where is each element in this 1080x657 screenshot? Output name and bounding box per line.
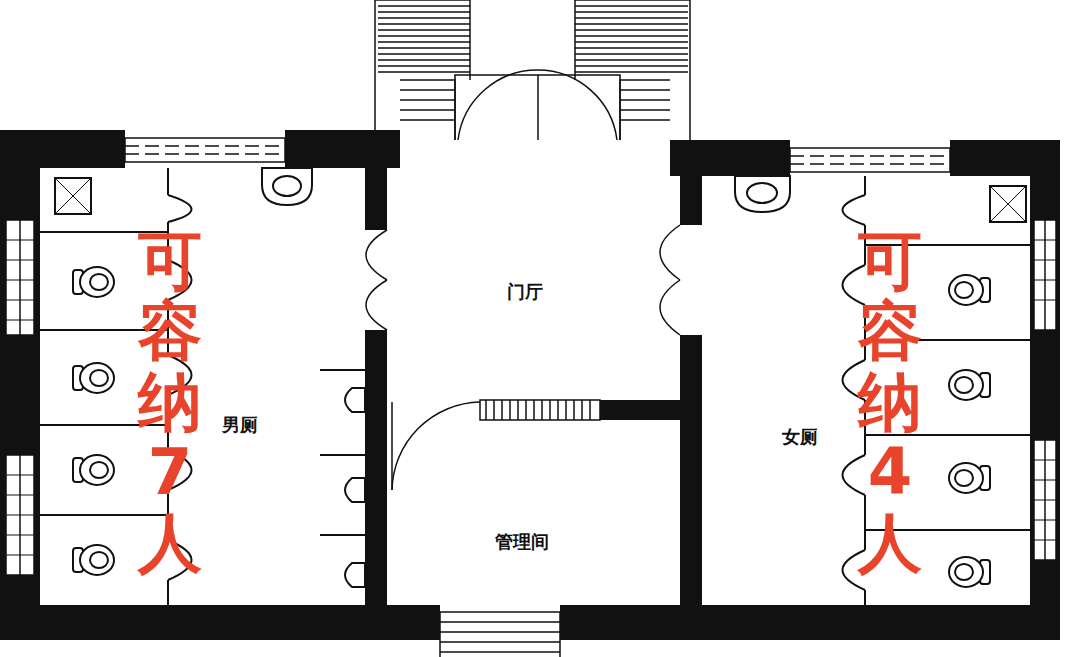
room-label: 门厅 (507, 280, 543, 304)
doors (366, 225, 680, 657)
capacity-note: 可容纳7人 (138, 226, 202, 578)
stalls (40, 168, 1030, 605)
room-label: 女厕 (782, 425, 818, 449)
capacity-note: 可容纳4人 (858, 226, 922, 578)
fixtures (55, 168, 1026, 587)
entrance-stairs (375, 0, 690, 150)
walls (0, 130, 1060, 640)
room-label: 男厕 (222, 413, 258, 437)
room-label: 管理间 (495, 530, 549, 554)
